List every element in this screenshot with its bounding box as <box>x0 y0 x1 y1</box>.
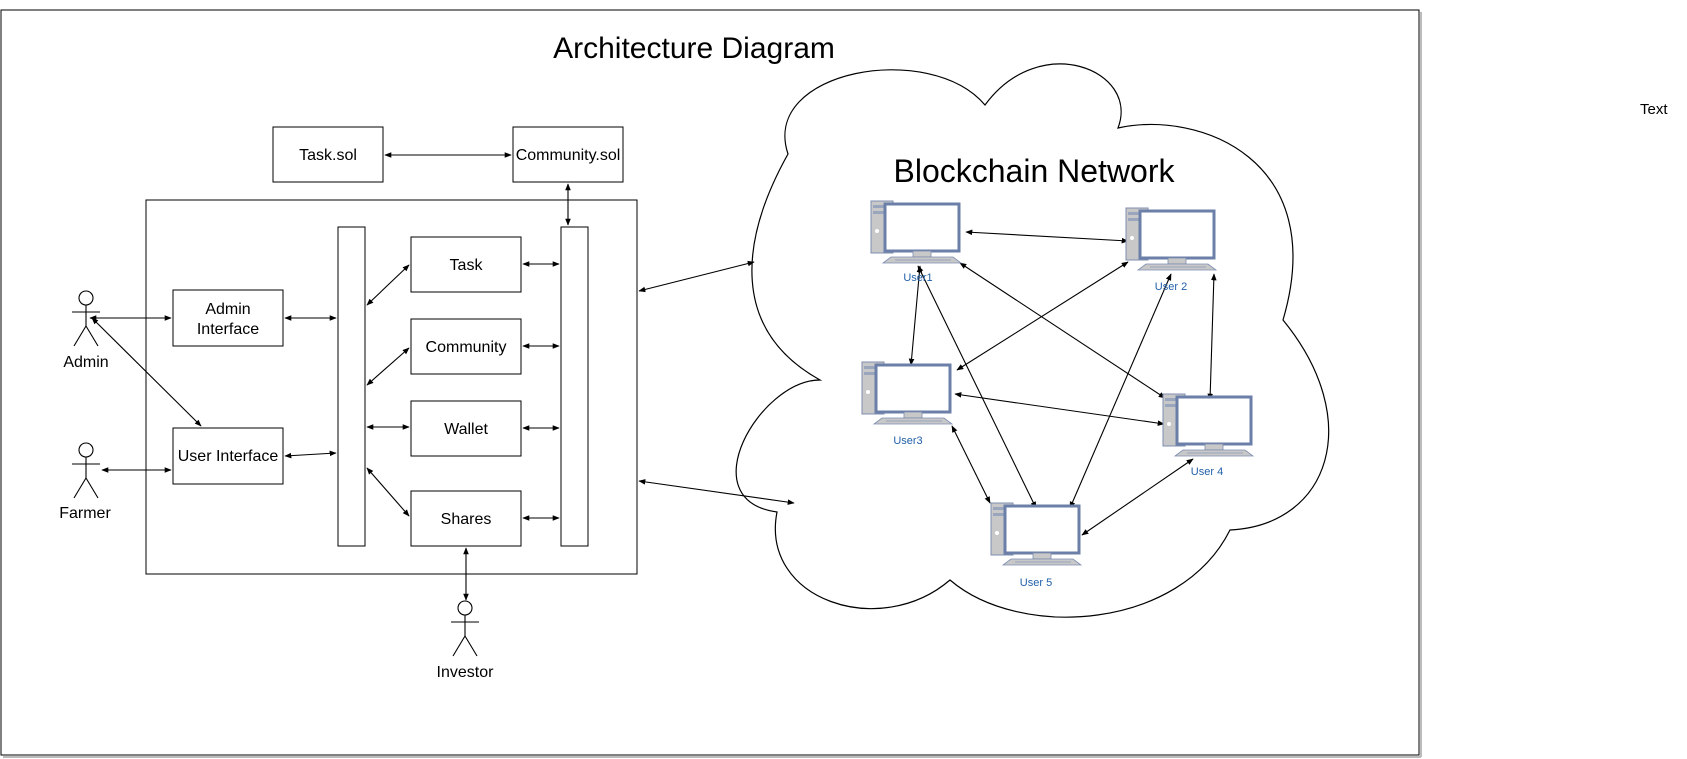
network-edges <box>908 229 1217 536</box>
left-bus <box>337 226 366 547</box>
user2-label: User 2 <box>1155 281 1187 293</box>
user3-label: User3 <box>893 435 922 447</box>
admin-actor-label: Admin <box>63 354 108 371</box>
edge-u1-u2 <box>965 229 1129 244</box>
task-sol-label: Task.sol <box>299 147 357 164</box>
node-user3[interactable]: User3 <box>860 360 954 447</box>
admin-interface-label-line2: Interface <box>197 321 259 338</box>
conn-app-cloud-bottom <box>638 479 795 505</box>
community-module-label: Community <box>426 339 507 356</box>
farmer-actor-label: Farmer <box>59 505 111 522</box>
conn-admin-userinterface <box>91 317 202 427</box>
user5-label: User 5 <box>1020 577 1052 589</box>
node-user5[interactable]: User 5 <box>989 501 1083 589</box>
task-module-box[interactable]: Task <box>410 236 522 293</box>
shares-module-box[interactable]: Shares <box>410 490 522 547</box>
edge-u2-u4 <box>1207 273 1217 401</box>
wallet-module-box[interactable]: Wallet <box>410 400 522 457</box>
conn-leftbus-community <box>366 347 410 386</box>
node-user2[interactable]: User 2 <box>1124 206 1218 293</box>
admin-interface-label-line1: Admin <box>205 301 250 318</box>
connectors <box>89 152 795 601</box>
task-sol-box[interactable]: Task.sol <box>272 126 384 183</box>
blockchain-network-title: Blockchain Network <box>894 153 1176 189</box>
edge-u3-u5 <box>951 425 991 504</box>
node-user4[interactable]: User 4 <box>1161 392 1255 478</box>
edge-u4-u5 <box>1081 458 1194 536</box>
wallet-module-label: Wallet <box>444 421 488 438</box>
user-interface-box[interactable]: User Interface <box>172 427 284 485</box>
investor-actor[interactable]: Investor <box>437 600 495 681</box>
diagram-title: Architecture Diagram <box>553 32 835 65</box>
edge-u3-u4 <box>954 392 1165 426</box>
investor-actor-label: Investor <box>437 664 495 681</box>
user-interface-label: User Interface <box>178 448 279 465</box>
node-user1[interactable]: User1 <box>869 199 963 284</box>
task-module-label: Task <box>450 257 484 274</box>
conn-userinterface-leftbus <box>284 450 337 459</box>
conn-leftbus-task <box>366 264 410 306</box>
shares-module-label: Shares <box>441 511 492 528</box>
community-sol-label: Community.sol <box>516 147 621 164</box>
user4-label: User 4 <box>1191 466 1223 478</box>
community-module-box[interactable]: Community <box>410 318 522 375</box>
right-bus <box>560 226 589 547</box>
farmer-actor[interactable]: Farmer <box>59 442 111 522</box>
floating-text-label: Text <box>1640 101 1668 118</box>
community-sol-box[interactable]: Community.sol <box>512 126 624 183</box>
admin-stickman-icon <box>72 290 100 347</box>
user1-label: User1 <box>903 272 932 284</box>
conn-leftbus-shares <box>366 467 410 517</box>
farmer-stickman-icon <box>72 442 100 499</box>
edge-u1-u5 <box>917 265 1037 509</box>
investor-stickman-icon <box>451 600 479 657</box>
conn-app-cloud-top <box>638 260 755 293</box>
admin-interface-box[interactable]: Admin Interface <box>172 289 284 347</box>
